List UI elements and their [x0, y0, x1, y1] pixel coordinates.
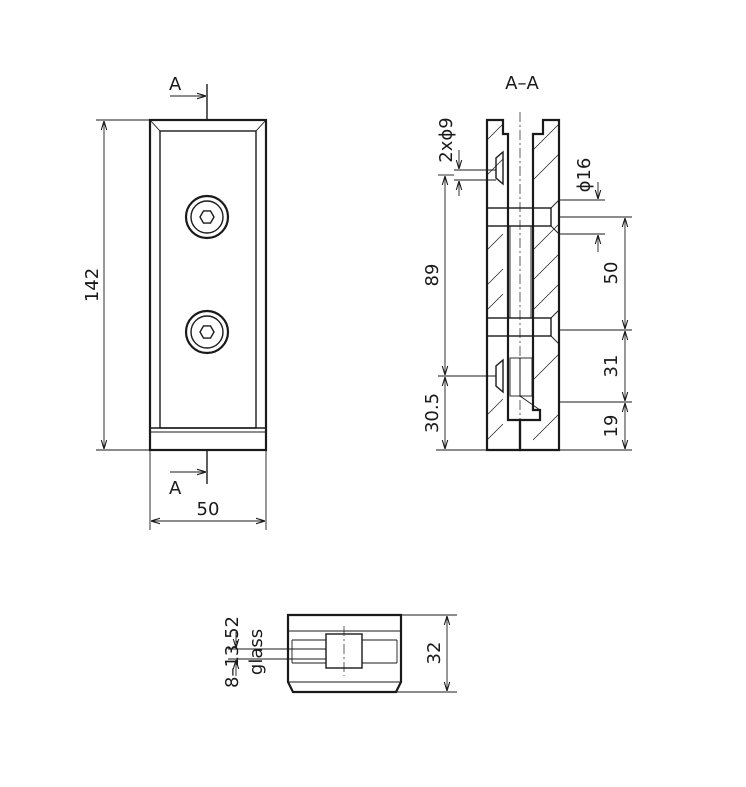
- dimension-2x9: 2xϕ9: [436, 117, 496, 196]
- dimension-142: 142: [82, 119, 150, 451]
- hatching-left: [487, 123, 503, 441]
- svg-text:19: 19: [601, 415, 622, 438]
- svg-text:ϕ16: ϕ16: [574, 158, 595, 193]
- svg-text:89: 89: [422, 264, 443, 287]
- dimension-glass: 8–13.52 glass: [222, 616, 326, 688]
- dimension-31: 31: [559, 331, 632, 403]
- svg-text:A: A: [169, 74, 182, 95]
- dimension-32: 32: [396, 614, 457, 693]
- screw-head-icon: [184, 194, 230, 240]
- svg-text:2xϕ9: 2xϕ9: [436, 117, 457, 162]
- front-plate-inner: [159, 130, 257, 429]
- svg-text:50: 50: [601, 262, 622, 285]
- dimension-50-width: 50: [149, 450, 267, 530]
- svg-text:50: 50: [197, 499, 220, 520]
- section-title: A–A: [505, 73, 539, 94]
- dimension-30-5: 30.5: [422, 377, 487, 451]
- bottom-outline: [286, 613, 403, 694]
- section-mark-bottom: A: [169, 450, 208, 499]
- set-screw-upper: [495, 150, 504, 186]
- bottom-view: 8–13.52 glass 32: [222, 613, 457, 694]
- bolt-upper: [486, 199, 560, 318]
- svg-text:142: 142: [82, 268, 103, 302]
- section-mark-top: A: [169, 74, 208, 120]
- dimension-50-bolts: 50: [559, 216, 632, 331]
- dimension-89: 89: [422, 174, 496, 377]
- front-view: A A 142 50: [82, 74, 268, 530]
- svg-text:30.5: 30.5: [422, 393, 443, 433]
- hatching-right: [533, 123, 559, 441]
- svg-text:31: 31: [601, 355, 622, 378]
- left-clamp-plate: [485, 118, 522, 452]
- svg-text:8–13.52: 8–13.52: [222, 616, 243, 688]
- svg-text:A: A: [169, 478, 182, 499]
- svg-text:glass: glass: [246, 629, 267, 675]
- bolt-lower: [486, 309, 560, 345]
- section-view: A–A: [422, 73, 632, 454]
- set-screw-lower: [495, 357, 541, 411]
- svg-text:32: 32: [424, 642, 445, 665]
- screw-head-icon: [184, 309, 230, 355]
- dimension-19: 19: [559, 403, 632, 451]
- dimension-16: ϕ16: [559, 158, 605, 252]
- front-plate-outline: [148, 118, 268, 452]
- right-clamp-plate: [518, 118, 561, 452]
